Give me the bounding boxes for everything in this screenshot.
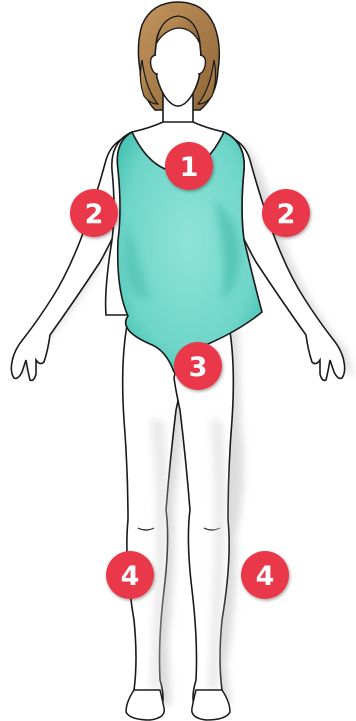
marker-1: 1 <box>165 142 213 190</box>
marker-2-right: 2 <box>70 189 118 237</box>
marker-4-left: 4 <box>241 551 289 599</box>
marker-3: 3 <box>174 342 222 390</box>
right-foot <box>192 690 230 720</box>
marker-4-right: 4 <box>106 551 154 599</box>
marker-2-right-label: 2 <box>85 199 104 230</box>
marker-4-left-label: 4 <box>256 561 275 592</box>
marker-2-left: 2 <box>262 189 310 237</box>
marker-2-left-label: 2 <box>277 199 296 230</box>
marker-4-right-label: 4 <box>121 561 140 592</box>
marker-1-label: 1 <box>180 152 199 183</box>
left-foot <box>126 690 164 720</box>
marker-3-label: 3 <box>189 352 208 383</box>
